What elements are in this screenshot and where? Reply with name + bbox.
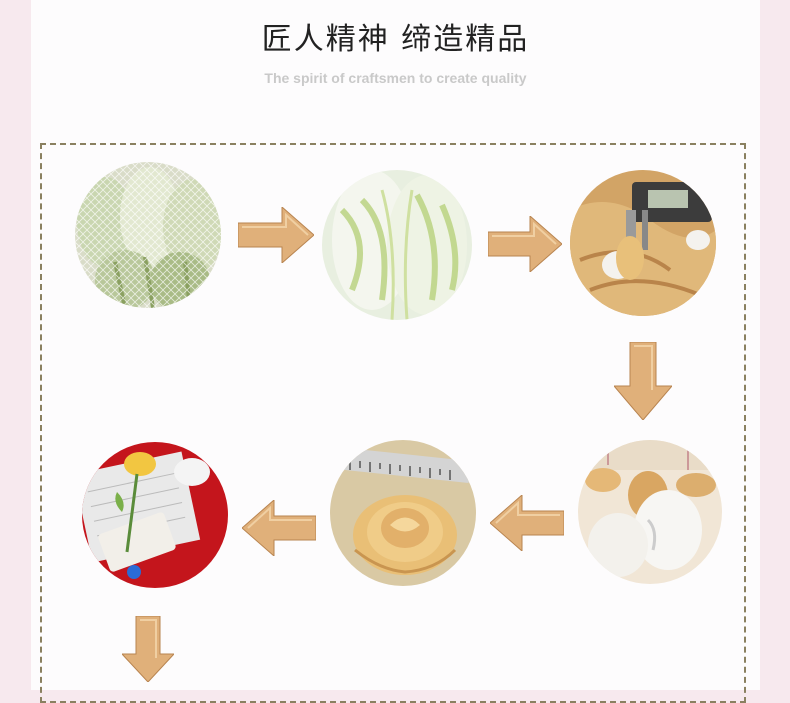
step-5-photo <box>330 440 476 586</box>
cabbage-leaves-photo-icon <box>322 170 472 320</box>
arrow-right-icon <box>238 207 314 263</box>
arrow-down-icon <box>122 616 174 682</box>
page-subtitle: The spirit of craftsmen to create qualit… <box>264 70 527 86</box>
arrow-right-icon <box>488 216 562 272</box>
step-1-photo <box>75 162 221 308</box>
arrow-down-icon <box>614 342 672 420</box>
cabbage-in-nets-photo-icon <box>75 162 221 308</box>
page-title: 匠人精神 缔造精品 <box>261 22 530 57</box>
caliper-measuring-petal-photo-icon <box>570 170 716 316</box>
step-3-photo <box>570 170 716 316</box>
hands-assembling-petals-photo-icon <box>578 440 722 584</box>
arrow-left-icon <box>242 500 316 556</box>
finished-rose-with-ruler-photo-icon <box>330 440 476 586</box>
step-4-photo <box>578 440 722 584</box>
step-6-photo <box>82 442 228 588</box>
rose-stem-assembly-photo-icon <box>82 442 228 588</box>
arrow-left-icon <box>490 495 564 551</box>
step-2-photo <box>322 170 472 320</box>
